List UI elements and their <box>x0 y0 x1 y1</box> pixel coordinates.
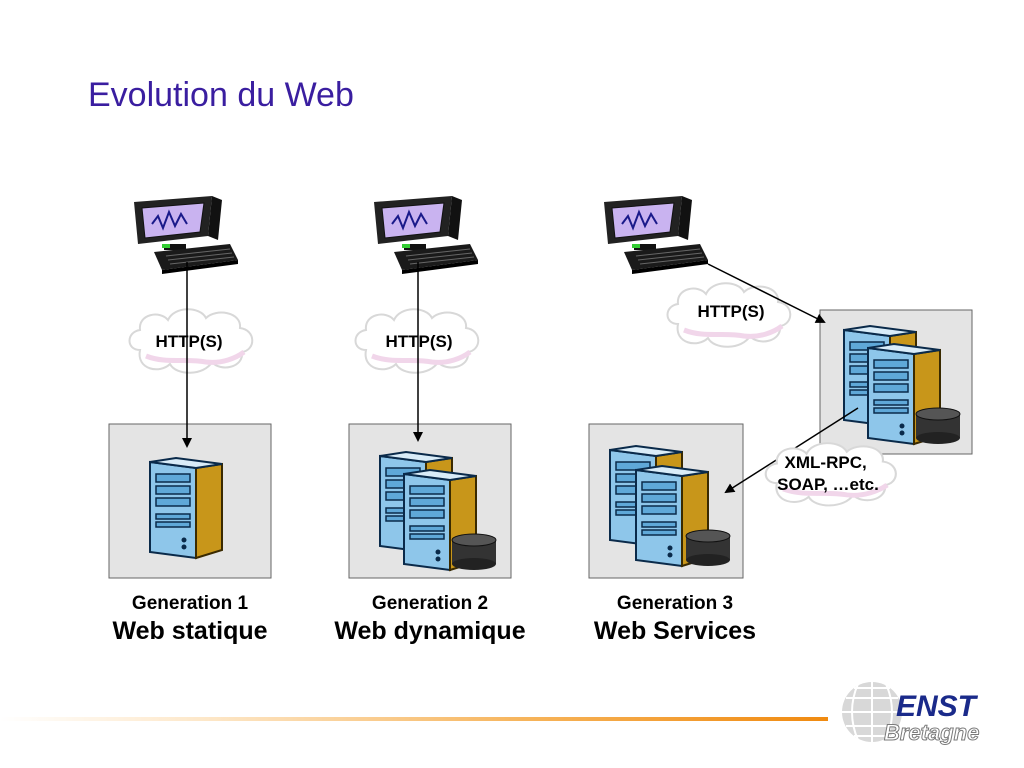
globe-icon <box>842 682 902 742</box>
protocol-label: HTTP(S) <box>697 302 764 321</box>
generation-name: Web dynamique <box>334 617 526 645</box>
generation-number: Generation 3 <box>616 593 734 614</box>
generation-number: Generation 1 <box>131 593 249 614</box>
inter-server-protocol-line-2: SOAP, …etc. <box>777 475 879 494</box>
server-icon <box>149 457 223 559</box>
generation-3: HTTP(S) XML-RPC, SOAP, …etc. <box>588 195 973 579</box>
enst-bretagne-logo: ENST Bretagne <box>842 682 980 746</box>
logo-text-bretagne: Bretagne <box>884 720 979 745</box>
database-icon <box>685 529 731 567</box>
client-computer-icon <box>373 195 479 275</box>
page-title: Evolution du Web <box>88 76 354 114</box>
generation-name: Web Services <box>593 617 757 645</box>
web-evolution-diagram: HTTP(S) HTTP(S) HTTP(S) XML-RPC, SOAP, …… <box>108 195 973 579</box>
database-icon <box>915 407 961 445</box>
protocol-label: HTTP(S) <box>385 332 452 351</box>
protocol-label: HTTP(S) <box>155 332 222 351</box>
generation-number: Generation 2 <box>371 593 489 614</box>
logo-text-enst: ENST <box>896 690 979 723</box>
generation-3-caption: Generation 3 Web Services <box>570 592 780 646</box>
inter-server-protocol-line-1: XML-RPC, <box>785 453 867 472</box>
generation-name: Web statique <box>112 617 268 645</box>
client-computer-icon <box>603 195 709 275</box>
generation-1-caption: Generation 1 Web statique <box>90 592 290 646</box>
generation-1: HTTP(S) <box>108 195 272 579</box>
footer-rule <box>0 717 828 721</box>
database-icon <box>451 533 497 571</box>
request-arrow <box>707 263 826 323</box>
generation-2: HTTP(S) <box>348 195 512 579</box>
inter-server-protocol-label: XML-RPC, SOAP, …etc. <box>777 453 879 494</box>
client-computer-icon <box>133 195 239 275</box>
generation-2-caption: Generation 2 Web dynamique <box>310 592 550 646</box>
